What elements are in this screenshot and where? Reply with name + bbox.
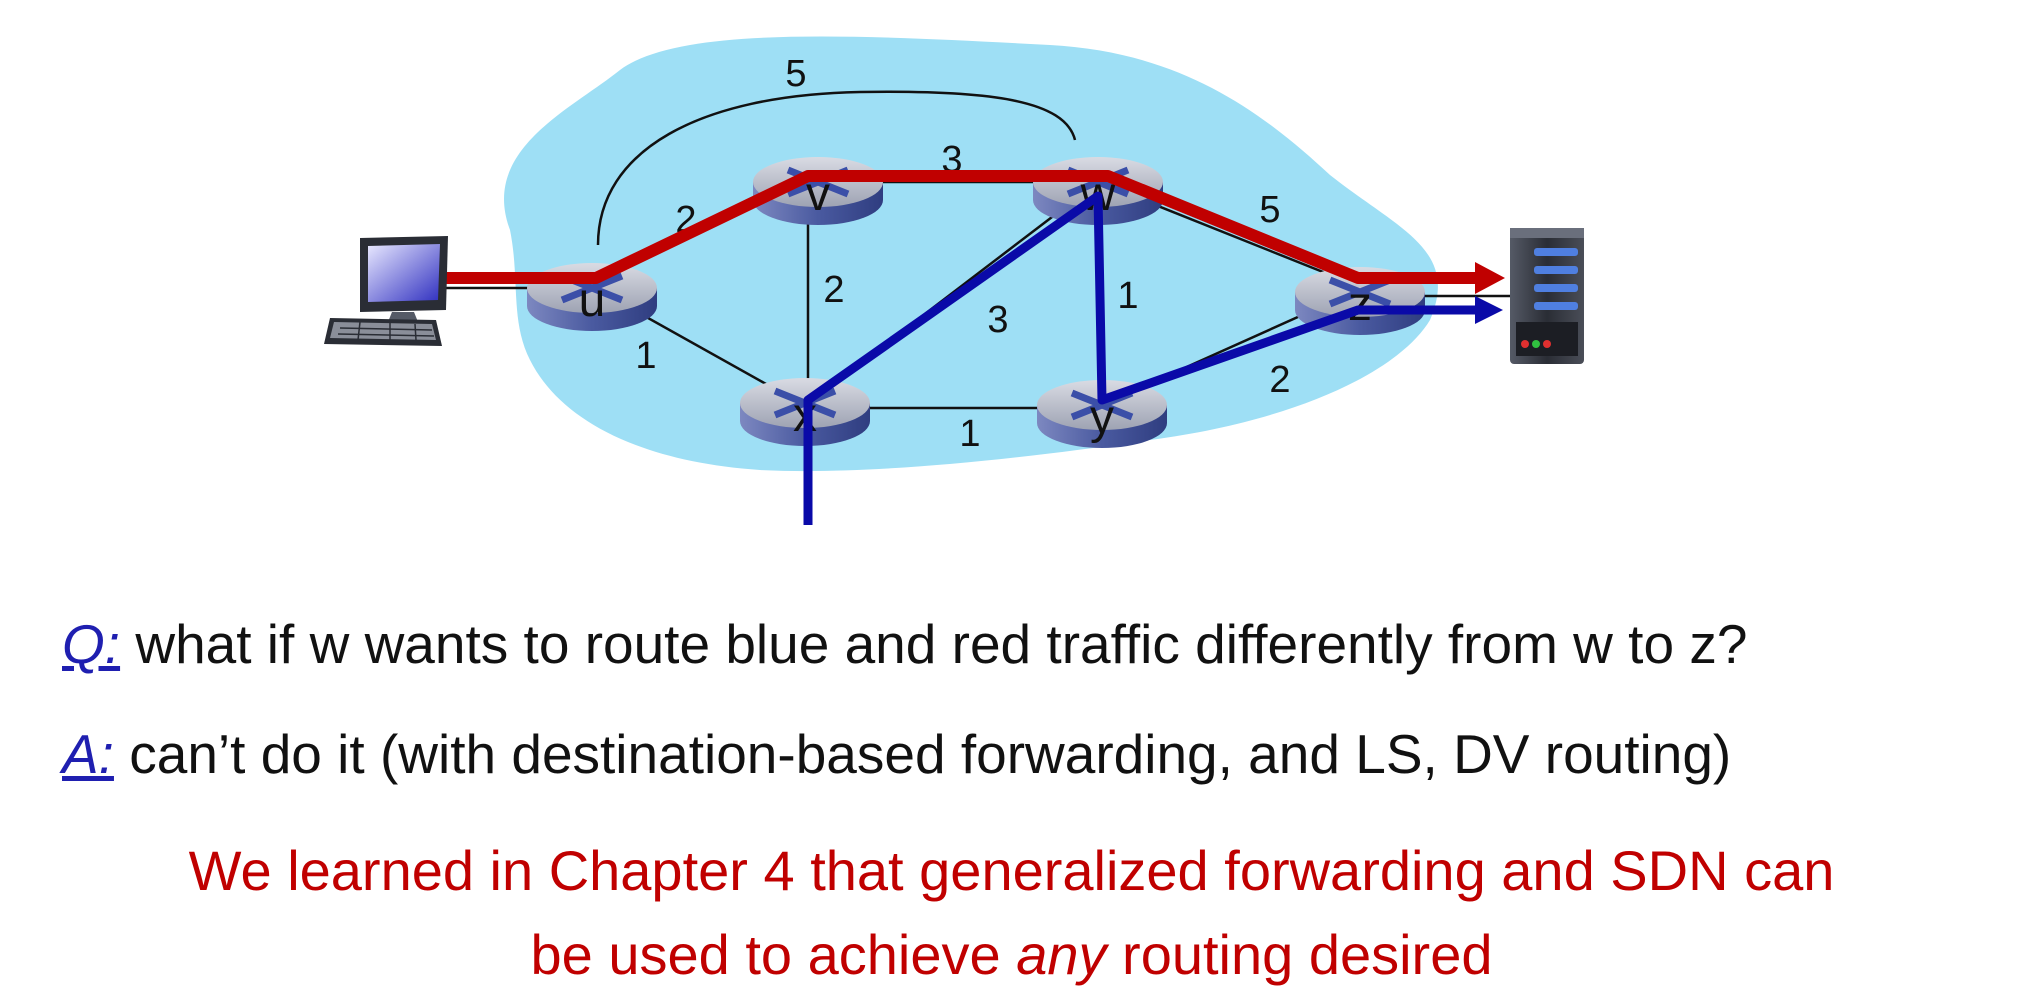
question-prefix: Q: [62,613,121,675]
host-computer-icon [324,236,448,346]
weight-x-y: 1 [959,413,980,455]
weight-w-y: 1 [1117,275,1138,317]
note-line-1: We learned in Chapter 4 that generalized… [188,839,1835,902]
node-label-z: z [1348,278,1372,331]
weight-w-z: 5 [1259,189,1280,231]
answer-prefix: A: [62,723,114,785]
note-line-2-emphasis: any [1016,923,1107,986]
answer-text: can’t do it (with destination-based forw… [113,723,1732,785]
note-line-2-before: be used to achieve [530,923,1017,986]
weight-u-x: 1 [635,335,656,377]
question-line: Q: what if w wants to route blue and red… [62,612,1747,676]
blue-traffic-path [803,191,1480,525]
red-traffic-arrowhead [1475,262,1505,294]
weight-x-w: 3 [987,299,1008,341]
note-line-2-after: routing desired [1106,923,1493,986]
weight-y-z: 2 [1269,359,1290,401]
answer-line: A: can’t do it (with destination-based f… [62,722,1731,786]
note-line-2: be used to achieve any routing desired [0,922,2023,987]
question-text: what if w wants to route blue and red tr… [120,613,1748,675]
red-traffic-path [438,170,1480,284]
weight-u-w: 5 [785,53,806,95]
link-u-w [596,90,1077,246]
blue-traffic-arrowhead [1475,296,1503,324]
server-icon [1510,228,1584,364]
network-diagram: 5 2 3 5 2 3 1 1 1 2 u v w x y [324,36,1584,525]
link-weights: 5 2 3 5 2 3 1 1 1 2 [635,53,1290,455]
weight-v-x: 2 [823,269,844,311]
